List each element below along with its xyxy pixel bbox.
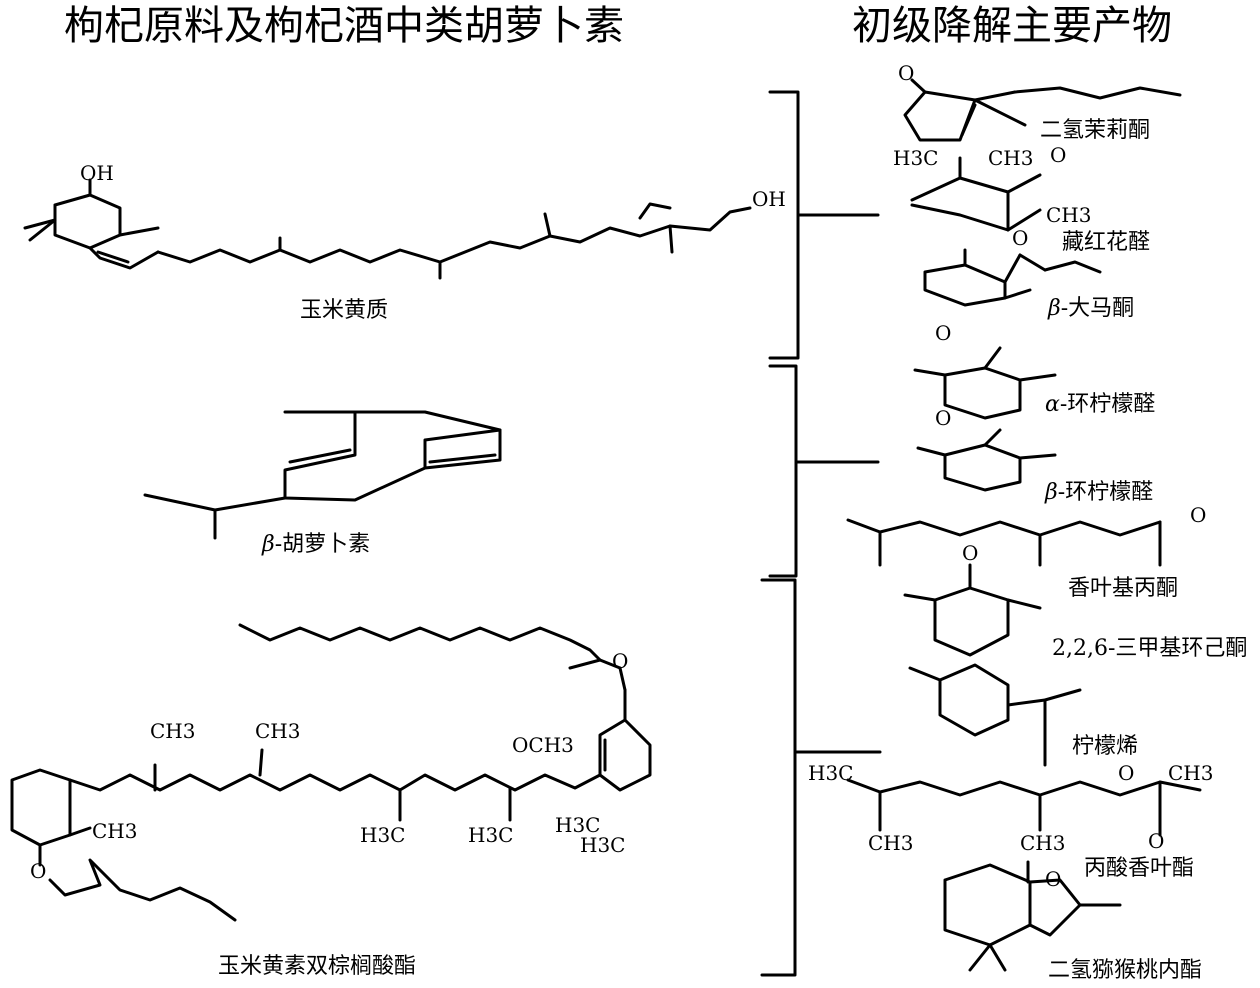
grouping-brackets — [760, 90, 882, 977]
label-beta-cyclocitral: β-环柠檬醛 — [1045, 480, 1153, 506]
label-alpha-cyclocitral: α-环柠檬醛 — [1045, 392, 1155, 418]
geranyl-acetate-ch3-c: CH3 — [1168, 761, 1213, 785]
geranyl-acetate-o: O — [1118, 761, 1134, 785]
geranyl-acetate-ch3: CH3 — [868, 831, 913, 855]
beta-damascone-structure: O — [923, 226, 1102, 307]
label-alpha-cyclocitral-prefix: α — [1045, 392, 1060, 417]
dipalmitate-ch3-3: CH3 — [92, 819, 137, 843]
safranal-o: O — [1050, 143, 1066, 167]
label-geranyl-acetate: 丙酸香叶酯 — [1084, 856, 1195, 881]
zeaxanthin-dipalmitate-structure: OCH3 CH3 CH3 CH3 H3C H3C H3C H3C O O — [10, 623, 652, 922]
label-beta-damascone-prefix: β — [1048, 296, 1061, 321]
trimethylcyclohexanone-o: O — [962, 541, 978, 565]
label-beta-cyclocitral-prefix: β — [1045, 480, 1058, 505]
zeaxanthin-oh-top: OH — [80, 161, 114, 185]
dihydrojasmone-structure: O — [898, 61, 1182, 142]
dipalmitate-ch3-2: CH3 — [255, 719, 300, 743]
alpha-cyclocitral-o: O — [935, 321, 951, 345]
geranyl-acetate-structure: H3C CH3 CH3 CH3 O O — [808, 761, 1213, 855]
label-limonene: 柠檬烯 — [1072, 734, 1139, 759]
label-beta-cyclocitral-text: -环柠檬醛 — [1057, 480, 1154, 505]
trimethylcyclohexanone-structure: O — [903, 541, 1042, 657]
geranyl-acetate-o2: O — [1148, 829, 1164, 853]
limonene-structure — [908, 663, 1082, 767]
dipalmitate-ester-o2: O — [30, 859, 46, 883]
geranyl-acetate-h3c: H3C — [808, 761, 853, 785]
zeaxanthin-oh-right: OH — [752, 187, 786, 211]
safranal-ch3: CH3 — [988, 146, 1033, 170]
label-alpha-cyclocitral-text: -环柠檬醛 — [1059, 392, 1156, 417]
right-header: 初级降解主要产物 — [852, 3, 1172, 49]
label-beta-carotene-text: -胡萝卜素 — [274, 532, 371, 557]
label-safranal: 藏红花醛 — [1062, 230, 1151, 255]
dipalmitate-och3: OCH3 — [512, 733, 574, 757]
geranyl-acetate-ch3-b: CH3 — [1020, 831, 1065, 855]
label-dihydrojasmone: 二氢茉莉酮 — [1040, 118, 1151, 143]
damascone-o: O — [1012, 226, 1028, 250]
left-header: 枸杞原料及枸杞酒中类胡萝卜素 — [64, 3, 624, 49]
label-beta-damascone: β-大马酮 — [1048, 296, 1134, 322]
label-zeaxanthin-dipalmitate: 玉米黄素双棕榈酸酯 — [218, 954, 417, 979]
beta-carotene-structure — [143, 410, 502, 540]
actinidiolide-o: O — [1045, 867, 1061, 891]
dihydroactinidiolide-structure: O — [943, 860, 1122, 972]
dipalmitate-h3c-2: H3C — [468, 823, 513, 847]
geranylacetone-o: O — [1190, 503, 1206, 527]
beta-cyclocitral-o: O — [935, 406, 951, 430]
dihydrojasmone-o: O — [898, 61, 914, 85]
label-trimethylcyclohexanone: 2,2,6-三甲基环己酮 — [1052, 636, 1248, 661]
beta-cyclocitral-structure: O — [916, 406, 1057, 492]
dipalmitate-ch3-1: CH3 — [150, 719, 195, 743]
zeaxanthin-structure: OH OH — [23, 161, 786, 280]
label-dihydroactinidiolide: 二氢猕猴桃内酯 — [1048, 958, 1203, 983]
safranal-ch3-b: CH3 — [1046, 203, 1091, 227]
safranal-h3c: H3C — [893, 146, 938, 170]
label-beta-carotene: β-胡萝卜素 — [262, 532, 370, 558]
dipalmitate-h3c-1: H3C — [360, 823, 405, 847]
label-beta-damascone-text: -大马酮 — [1060, 296, 1135, 321]
label-geranylacetone: 香叶基丙酮 — [1068, 576, 1179, 601]
label-zeaxanthin: 玉米黄质 — [300, 298, 389, 323]
alpha-cyclocitral-structure: O — [913, 321, 1057, 420]
geranylacetone-structure: O — [846, 503, 1206, 567]
dipalmitate-ester-o: O — [612, 649, 628, 673]
safranal-structure: H3C CH3 CH3 O — [893, 143, 1091, 232]
dipalmitate-h3c-3: H3C — [555, 813, 600, 837]
label-beta-carotene-prefix: β — [262, 532, 275, 557]
dipalmitate-h3c-4: H3C — [580, 833, 625, 857]
